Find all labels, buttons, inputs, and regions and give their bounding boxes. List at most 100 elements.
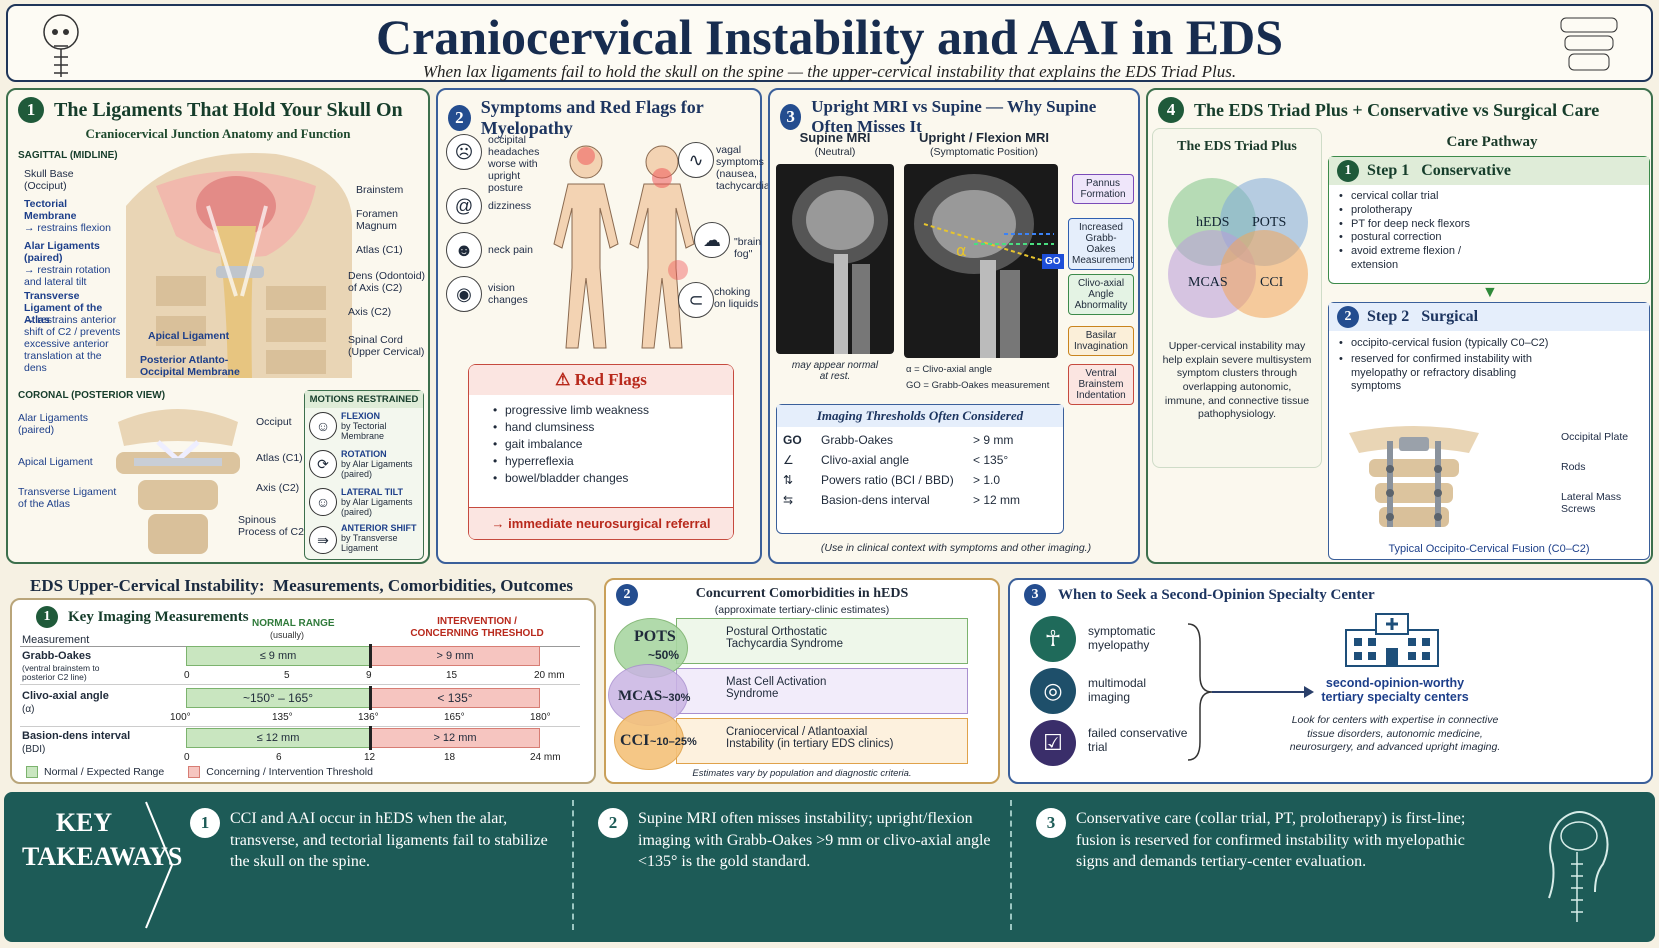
symptom-vision: vision changes: [488, 282, 528, 307]
comorb-number: 2: [616, 584, 638, 606]
tick: 20 mm: [534, 670, 565, 681]
takeaway-number: 3: [1036, 808, 1066, 838]
label-foramen: Foramen Magnum: [356, 208, 399, 233]
tick: 5: [284, 670, 290, 681]
motion-lateral-tilt-by: by Alar Ligaments (paired): [341, 496, 413, 517]
concern-bar: < 135°: [370, 688, 540, 708]
comorb-box-cci: [676, 718, 968, 764]
measure-title: Key Imaging Measurements: [68, 608, 249, 625]
fusion-caption: Typical Occipito-Cervical Fusion (C0–C2): [1388, 543, 1590, 555]
sagittal-illustration: [116, 146, 356, 378]
cor-label-alar: Alar Ligaments (paired): [18, 412, 89, 437]
measure-row-sub: (BDI): [22, 744, 46, 755]
flexion-icon: ☺: [309, 412, 337, 440]
concern-bar: > 12 mm: [370, 728, 540, 748]
motion-lateral-tilt: LATERAL TILT: [341, 487, 403, 497]
threshold-value: > 12 mm: [973, 493, 1021, 507]
tick: 180°: [530, 712, 551, 723]
header: Craniocervical Instability and AAI in ED…: [6, 4, 1653, 82]
callout-grabb-oakes: Increased Grabb-Oakes Measurement: [1068, 218, 1134, 270]
venn-MCAS: MCAS: [1188, 275, 1228, 290]
thresholds-title: Imaging Thresholds Often Considered: [777, 405, 1063, 427]
motion-anterior-shift-by: by Transverse Ligament: [341, 532, 398, 553]
label-apical: Apical Ligament: [148, 330, 230, 342]
mri-legend-alpha: α = Clivo-axial angle: [906, 364, 993, 375]
mri-note: (Use in clinical context with symptoms a…: [820, 542, 1092, 554]
symptom-neck-pain: neck pain: [488, 244, 533, 256]
step1-item: cervical collar trial: [1339, 190, 1489, 204]
bracket-connector: [1186, 622, 1316, 762]
tick: 136°: [358, 712, 379, 723]
callout-ventral: Ventral Brainstem Indentation: [1068, 364, 1134, 405]
measure-row-name: Clivo-axial angle: [22, 690, 109, 702]
callout-clivo-axial: Clivo-axial Angle Abnormality: [1068, 274, 1134, 315]
venn-CCI: CCI: [1260, 275, 1284, 290]
takeaway-text: Supine MRI often misses instability; upr…: [638, 810, 991, 871]
comorb-note: Estimates vary by population and diagnos…: [692, 768, 912, 779]
chevron-right-icon: [144, 800, 174, 930]
tick: 0: [184, 670, 190, 681]
threshold-name: Clivo-axial angle: [821, 453, 910, 467]
red-flag-item: progressive limb weakness: [493, 403, 733, 418]
panel-title: The EDS Triad Plus + Conservative vs Sur…: [1194, 99, 1600, 120]
cor-label-occiput: Occiput: [256, 416, 292, 428]
step2-title: Step 2 Surgical: [1367, 308, 1479, 325]
col-normal: NORMAL RANGE: [252, 618, 335, 629]
col-concern: INTERVENTION / CONCERNING THRESHOLD: [410, 616, 544, 639]
label-tectorial: Tectorial Membrane: [24, 198, 77, 223]
threshold-name: Powers ratio (BCI / BBD): [821, 473, 954, 487]
triad-text: Upper-cervical instability may help expl…: [1162, 340, 1312, 421]
legend-normal: Normal / Expected Range: [44, 766, 165, 778]
supine-title: Supine MRI: [799, 130, 871, 145]
tick: 18: [444, 752, 456, 763]
comorb-box-mcas: [676, 668, 968, 714]
skull-icon: [36, 12, 86, 78]
coronal-illustration: [108, 402, 248, 558]
lateral-tilt-icon: ☺: [309, 488, 337, 516]
symptom-headache: occipital headaches worse with upright p…: [488, 134, 540, 195]
mri-legend-go: GO = Grabb-Oakes measurement: [906, 380, 1050, 391]
cor-label-axis: Axis (C2): [256, 482, 300, 494]
label-axis: Axis (C2): [348, 306, 392, 318]
comorb-sub: (approximate tertiary-clinic estimates): [714, 604, 890, 616]
measure-row-sub: (ventral brainstem to posterior C2 line): [22, 663, 100, 683]
tick: 0: [184, 752, 190, 763]
choking-icon: ⊂: [678, 282, 714, 318]
takeaway-number: 2: [598, 808, 628, 838]
symptom-choking: choking on liquids: [714, 286, 759, 311]
tick: 6: [276, 752, 282, 763]
red-flag-item: hand clumsiness: [493, 420, 733, 435]
tick: 165°: [444, 712, 465, 723]
panel-title: The Ligaments That Hold Your Skull On: [54, 98, 403, 121]
venn-POTS: POTS: [1252, 215, 1286, 230]
brain-fog-icon: ☁: [694, 222, 730, 258]
label-atlas: Atlas (C1): [356, 244, 403, 256]
eye-icon: ◉: [446, 276, 482, 312]
upright-sub: (Symptomatic Position): [930, 146, 1038, 158]
fusion-screws: Lateral Mass Screws: [1561, 491, 1622, 516]
venn-hEDS: hEDS: [1196, 215, 1229, 230]
takeaway-text: CCI and AAI occur in hEDS when the alar,…: [230, 810, 548, 871]
threshold-name: Basion-dens interval: [821, 493, 930, 507]
label-tectorial-fn: → restrains flexion: [24, 222, 111, 234]
red-flags-title: Red Flags: [574, 370, 647, 389]
supine-sub: (Neutral): [814, 146, 856, 158]
sagittal-label: SAGITTAL (MIDLINE): [18, 150, 118, 161]
motion-flexion-by: by Tectorial Membrane: [341, 420, 387, 441]
motion-anterior-shift: ANTERIOR SHIFT: [341, 523, 417, 533]
comorbidities-panel: 2 Concurrent Comorbidities in hEDS (appr…: [604, 578, 1000, 784]
step1-item: postural correction: [1339, 231, 1489, 245]
label-spinal-cord: Spinal Cord (Upper Cervical): [348, 334, 425, 359]
threshold-icon: ∠: [783, 453, 794, 467]
upright-title: Upright / Flexion MRI: [919, 130, 1049, 145]
panel-title: Symptoms and Red Flags for Myelopathy: [480, 97, 704, 138]
measure-row-name: Grabb-Oakes: [22, 650, 92, 662]
fusion-occipital-plate: Occipital Plate: [1561, 431, 1629, 443]
label-alar-fn: → restrain rotation and lateral tilt: [24, 264, 111, 289]
normal-bar: ~150° – 165°: [186, 688, 370, 708]
comorb-box-pots: [676, 618, 968, 664]
